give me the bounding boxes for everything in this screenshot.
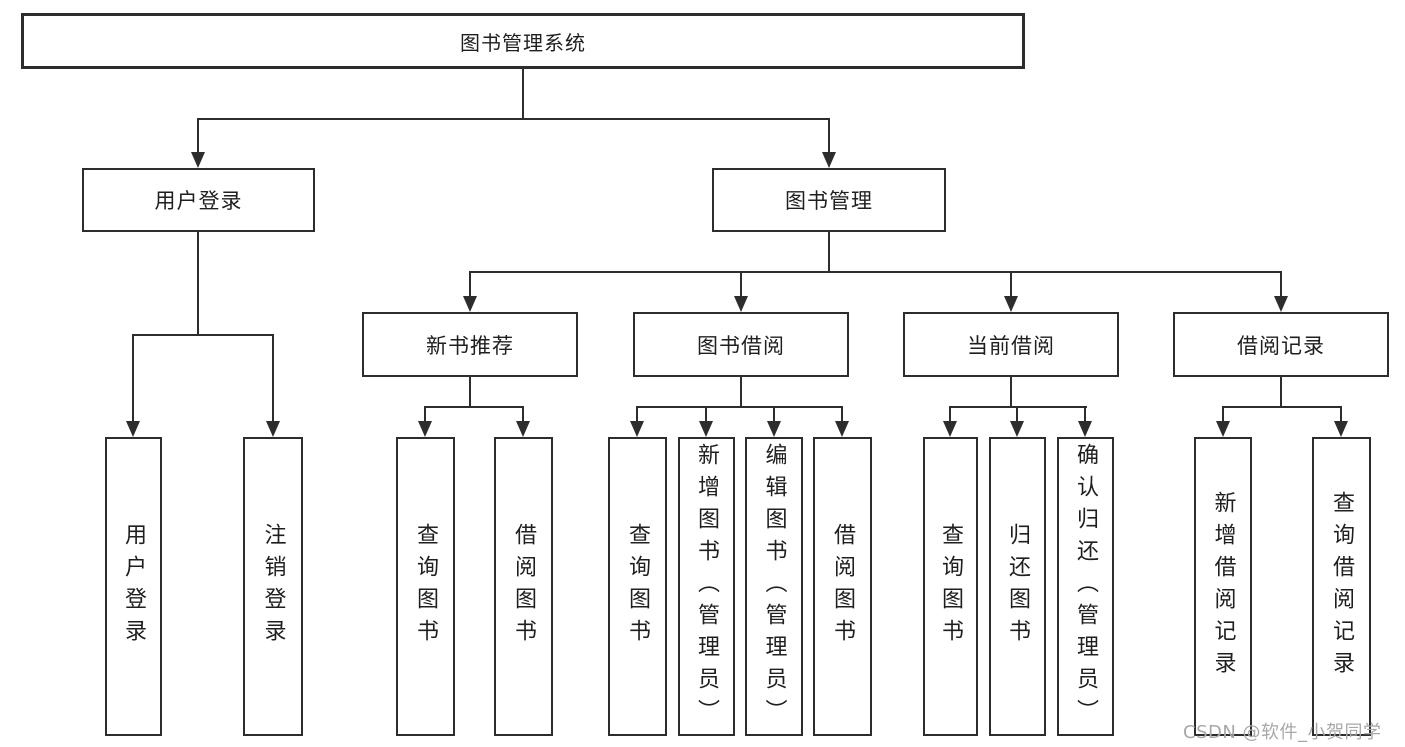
leaf-add-books-admin: 新增图书（管理员） xyxy=(678,437,735,736)
connector-new-book-rec-split xyxy=(424,406,524,408)
connector-root-drop xyxy=(522,69,524,120)
leaf-return-books-label: 归还图书 xyxy=(1005,522,1031,651)
connector-stem xyxy=(841,406,843,421)
connector-user-login-split xyxy=(132,334,274,336)
arrowhead xyxy=(266,421,280,437)
node-current-borrowing-label: 当前借阅 xyxy=(967,333,1055,358)
leaf-user-login: 用户登录 xyxy=(105,437,162,736)
arrowhead xyxy=(418,421,432,437)
connector-stem-book-mgmt xyxy=(828,118,830,153)
node-new-book-recommendation: 新书推荐 xyxy=(362,312,578,377)
connector-stem xyxy=(1340,406,1342,421)
leaf-borrow-books-rec: 借阅图书 xyxy=(494,437,553,736)
leaf-borrow-books-rec-label: 借阅图书 xyxy=(511,522,537,651)
connector-stem-book-borrow xyxy=(740,271,742,296)
arrowhead xyxy=(191,152,205,168)
arrowhead xyxy=(943,421,957,437)
arrowhead xyxy=(1010,421,1024,437)
connector-stem xyxy=(424,406,426,421)
leaf-return-books: 归还图书 xyxy=(989,437,1046,736)
leaf-add-borrow-record-label: 新增借阅记录 xyxy=(1210,490,1236,683)
arrowhead xyxy=(734,296,748,312)
leaf-confirm-return-admin: 确认归还（管理员） xyxy=(1057,437,1114,736)
node-root-label: 图书管理系统 xyxy=(460,30,586,55)
connector-stem-current-borrow xyxy=(1010,271,1012,296)
leaf-query-books-borrow-label: 查询图书 xyxy=(625,522,651,651)
node-book-management: 图书管理 xyxy=(712,168,946,232)
arrowhead xyxy=(1274,296,1288,312)
node-borrowing-records: 借阅记录 xyxy=(1173,312,1389,377)
connector-stem-user-login xyxy=(197,118,199,153)
connector-stem xyxy=(949,406,951,421)
connector-stem-borrow-record xyxy=(1280,271,1282,296)
connector-stem xyxy=(1016,406,1018,421)
connector-new-book-rec-drop xyxy=(469,377,471,408)
leaf-query-books-current-label: 查询图书 xyxy=(938,522,964,651)
leaf-query-borrow-record-label: 查询借阅记录 xyxy=(1329,490,1355,683)
connector-stem xyxy=(1222,406,1224,421)
leaf-query-books-current: 查询图书 xyxy=(923,437,978,736)
node-book-borrowing: 图书借阅 xyxy=(633,312,849,377)
leaf-borrow-books-borrow: 借阅图书 xyxy=(813,437,872,736)
arrowhead xyxy=(630,421,644,437)
arrowhead xyxy=(1216,421,1230,437)
connector-stem xyxy=(636,406,638,421)
connector-stem xyxy=(773,406,775,421)
leaf-logout-label: 注销登录 xyxy=(260,522,286,651)
node-borrowing-records-label: 借阅记录 xyxy=(1237,333,1325,358)
connector-book-borrow-drop xyxy=(740,377,742,408)
leaf-confirm-return-admin-label: 确认归还（管理员） xyxy=(1073,442,1099,731)
node-root: 图书管理系统 xyxy=(21,13,1025,69)
leaf-borrow-books-borrow-label: 借阅图书 xyxy=(830,522,856,651)
node-book-borrowing-label: 图书借阅 xyxy=(697,333,785,358)
arrowhead xyxy=(1078,421,1092,437)
csdn-watermark: CSDN @软件_小贺同学 xyxy=(1183,722,1382,743)
arrowhead xyxy=(835,421,849,437)
connector-book-borrow-split xyxy=(636,406,843,408)
node-current-borrowing: 当前借阅 xyxy=(903,312,1119,377)
connector-book-mgmt-split xyxy=(469,271,1282,273)
arrowhead xyxy=(126,421,140,437)
connector-stem xyxy=(705,406,707,421)
arrowhead xyxy=(463,296,477,312)
arrowhead xyxy=(767,421,781,437)
connector-borrow-record-drop xyxy=(1280,377,1282,408)
connector-stem-leaf-logout xyxy=(272,334,274,421)
connector-stem-new-book-rec xyxy=(469,271,471,296)
connector-user-login-drop xyxy=(197,232,199,336)
node-new-book-recommendation-label: 新书推荐 xyxy=(426,333,514,358)
node-book-management-label: 图书管理 xyxy=(785,189,873,213)
leaf-logout: 注销登录 xyxy=(243,437,303,736)
leaf-query-borrow-record: 查询借阅记录 xyxy=(1312,437,1371,736)
leaf-edit-books-admin-label: 编辑图书（管理员） xyxy=(761,442,787,731)
arrowhead xyxy=(1334,421,1348,437)
connector-book-mgmt-drop xyxy=(828,232,830,273)
connector-root-split xyxy=(197,118,830,120)
leaf-query-books-rec: 查询图书 xyxy=(396,437,455,736)
connector-stem-leaf-user-login xyxy=(132,334,134,421)
arrowhead xyxy=(699,421,713,437)
arrowhead xyxy=(1004,296,1018,312)
leaf-user-login-label: 用户登录 xyxy=(121,522,147,651)
node-user-login: 用户登录 xyxy=(82,168,315,232)
leaf-add-borrow-record: 新增借阅记录 xyxy=(1194,437,1252,736)
connector-current-borrow-drop xyxy=(1010,377,1012,408)
arrowhead xyxy=(516,421,530,437)
leaf-query-books-borrow: 查询图书 xyxy=(608,437,667,736)
connector-stem xyxy=(1084,406,1086,421)
leaf-add-books-admin-label: 新增图书（管理员） xyxy=(694,442,720,731)
connector-stem xyxy=(522,406,524,421)
node-user-login-label: 用户登录 xyxy=(154,189,243,213)
leaf-edit-books-admin: 编辑图书（管理员） xyxy=(745,437,803,736)
leaf-query-books-rec-label: 查询图书 xyxy=(413,522,439,651)
arrowhead xyxy=(822,152,836,168)
connector-borrow-record-split xyxy=(1222,406,1342,408)
connector-current-borrow-split xyxy=(949,406,1087,408)
